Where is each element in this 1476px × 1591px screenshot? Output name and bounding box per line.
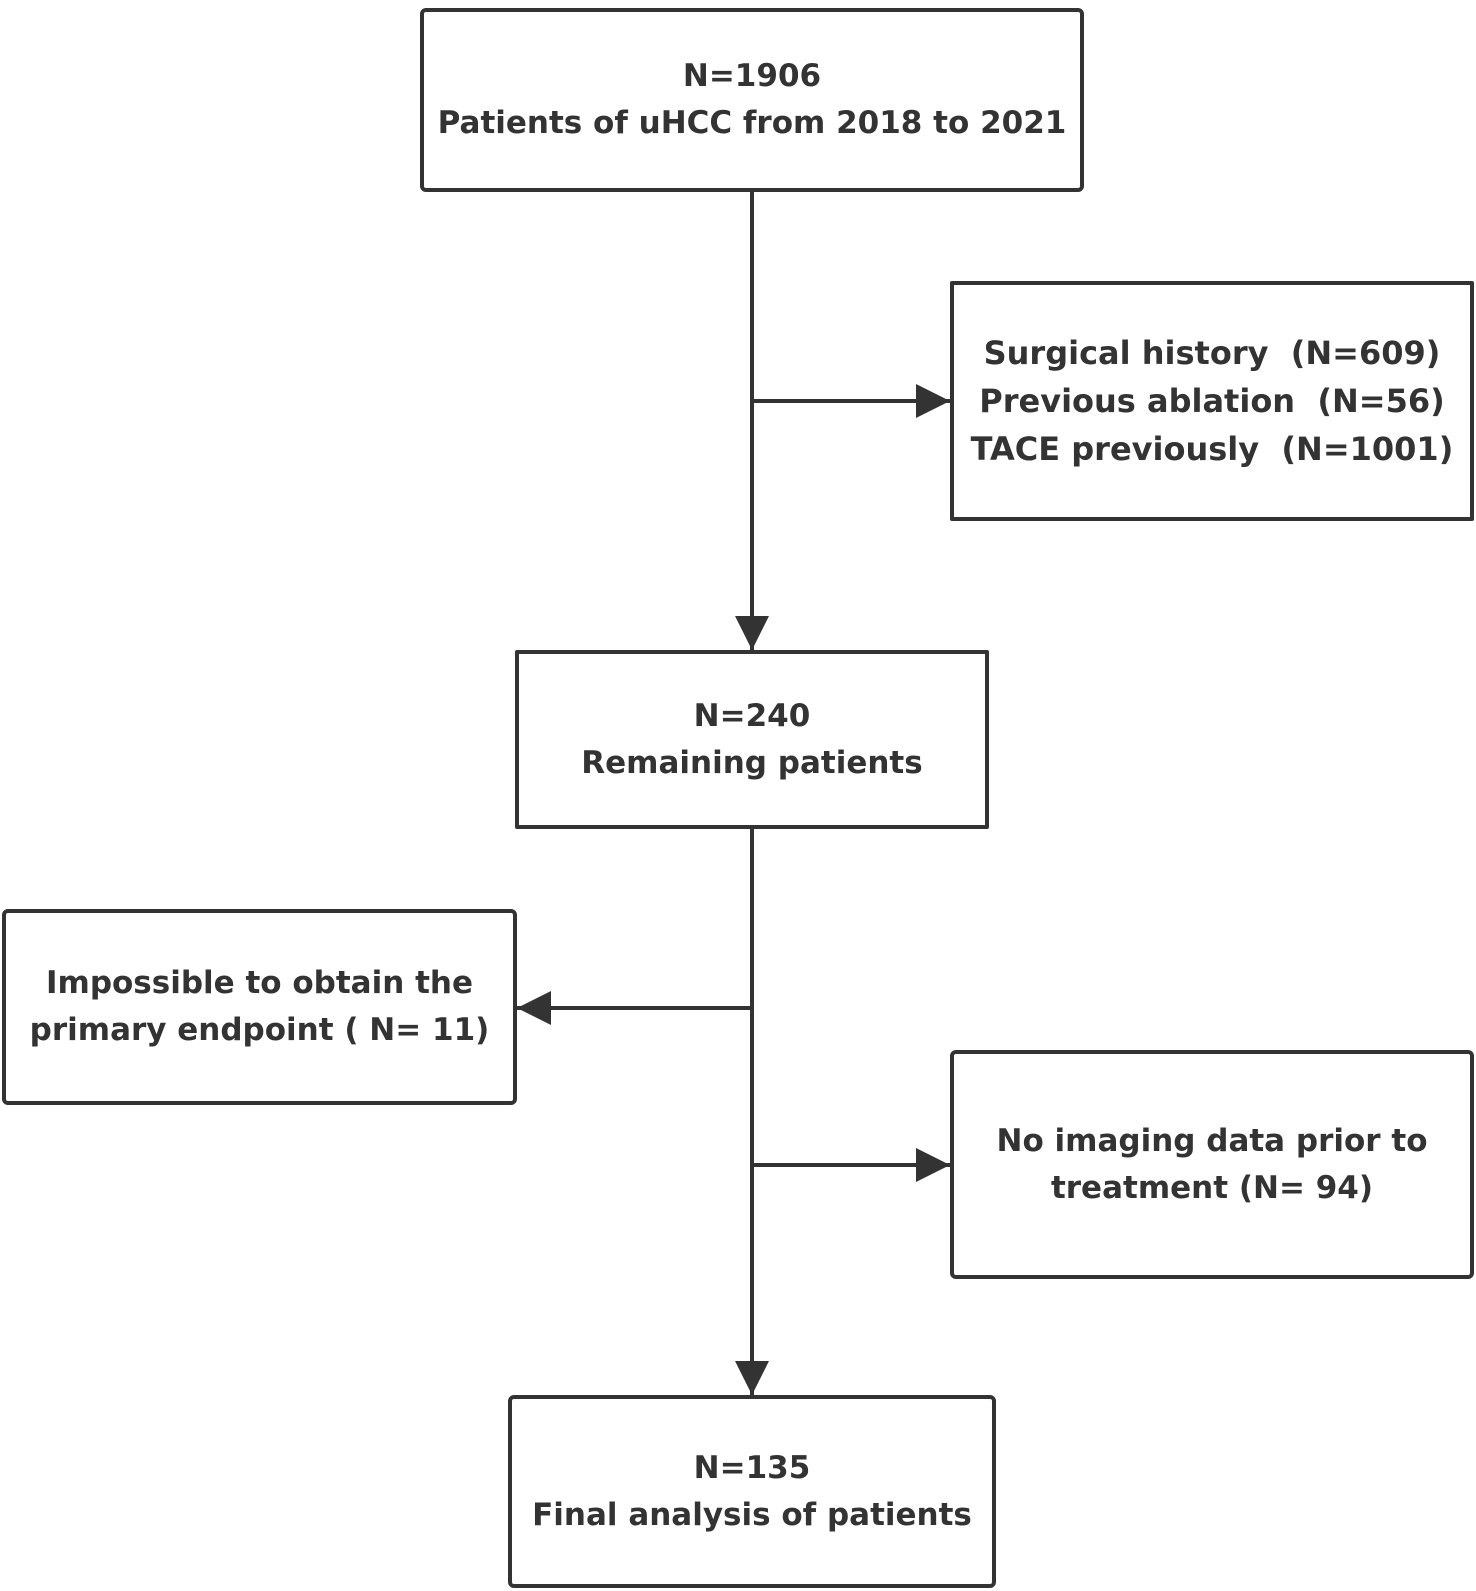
box-remaining-count: N=240	[693, 697, 811, 734]
box-final-analysis: N=135 Final analysis of patients	[508, 1395, 996, 1588]
box-final-count: N=135	[693, 1449, 811, 1486]
box-initial-cohort-description: Patients of uHCC from 2018 to 2021	[437, 105, 1067, 141]
box-exclusion-endpoint: Impossible to obtain the primary endpoin…	[2, 909, 517, 1105]
exclusion-tace-previously: TACE previously (N=1001)	[970, 430, 1454, 468]
exclusion-endpoint-line-1: Impossible to obtain the	[45, 965, 474, 1001]
exclusion-imaging-line-2: treatment (N= 94)	[1050, 1169, 1374, 1206]
box-remaining-patients: N=240 Remaining patients	[515, 650, 989, 829]
exclusion-surgical-history: Surgical history (N=609)	[983, 334, 1441, 372]
box-exclusion-imaging: No imaging data prior to treatment (N= 9…	[950, 1050, 1474, 1279]
box-initial-cohort-count: N=1906	[682, 58, 822, 94]
box-exclusion-history: Surgical history (N=609) Previous ablati…	[950, 281, 1474, 521]
box-initial-cohort: N=1906 Patients of uHCC from 2018 to 202…	[420, 8, 1084, 192]
exclusion-imaging-line-1: No imaging data prior to	[996, 1122, 1428, 1159]
exclusion-previous-ablation: Previous ablation (N=56)	[979, 382, 1445, 420]
exclusion-endpoint-line-2: primary endpoint ( N= 11)	[29, 1012, 490, 1048]
box-remaining-description: Remaining patients	[581, 744, 923, 781]
box-final-description: Final analysis of patients	[532, 1496, 972, 1533]
